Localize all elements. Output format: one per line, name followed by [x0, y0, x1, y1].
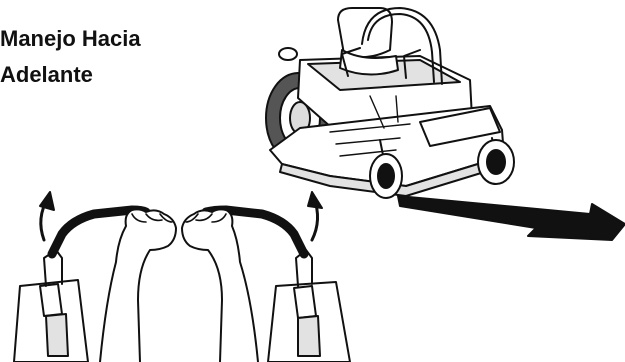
- front-caster-right-icon: [478, 138, 514, 184]
- zero-turn-mower-icon: [266, 8, 514, 198]
- right-hand-icon: [182, 209, 258, 362]
- left-hand-icon: [100, 209, 176, 362]
- forward-direction-arrow-icon: [398, 196, 625, 240]
